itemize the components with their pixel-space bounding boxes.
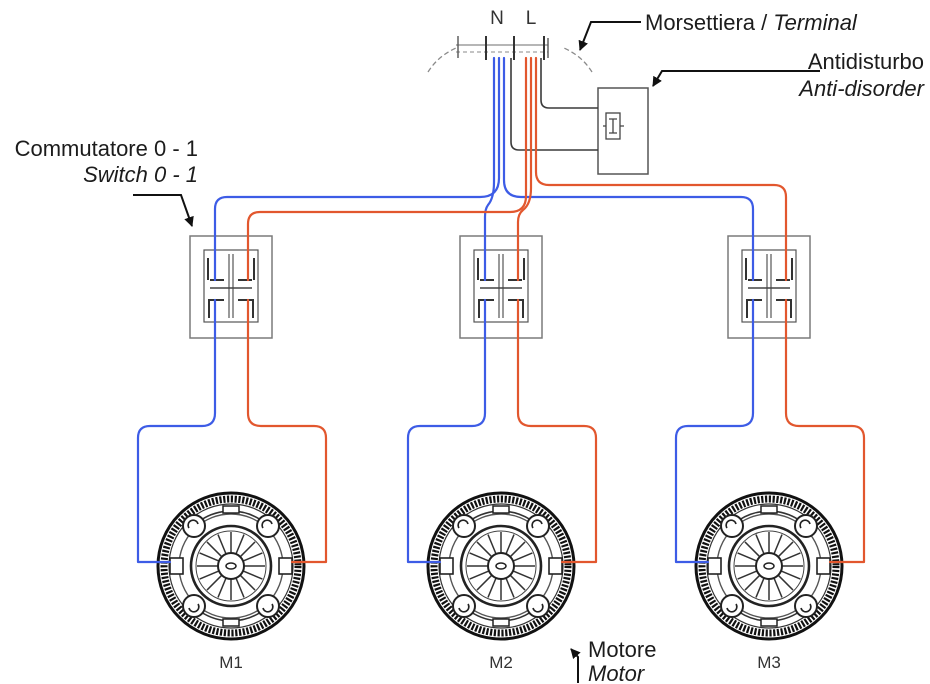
neutral-wire-motor-2 <box>406 298 487 564</box>
terminal-label: Morsettiera / <box>645 10 768 35</box>
suppressor-label: Antidisturbo <box>808 49 924 74</box>
line-wire-motor-3 <box>784 298 866 564</box>
motor-label-en: Motor <box>588 661 646 684</box>
terminal-label-en: Terminal <box>773 10 858 35</box>
suppressor-wire-neutral <box>510 58 598 151</box>
motor-callout-arrow <box>570 648 581 683</box>
terminal-callout: Morsettiera /Terminal <box>645 10 858 35</box>
suppressor-label-en: Anti-disorder <box>797 76 925 101</box>
terminal-block <box>427 36 593 73</box>
motor-m3-label: M3 <box>757 653 781 672</box>
switch-1 <box>189 235 273 339</box>
line-wire-motor-1 <box>246 298 328 564</box>
motor-m2-label: M2 <box>489 653 513 672</box>
suppressor-wire-line <box>540 58 598 109</box>
line-wire-switch-1 <box>246 56 528 282</box>
switch-label-en: Switch 0 - 1 <box>83 162 198 187</box>
switch-label: Commutatore 0 - 1 <box>15 136 198 161</box>
neutral-wire-motor-1 <box>136 298 217 564</box>
suppressor-callout-arrow <box>652 70 820 87</box>
motor-m3 <box>696 493 842 639</box>
neutral-wire-switch-1 <box>213 56 501 282</box>
line-wire-switch-2 <box>516 56 533 282</box>
terminal-neutral-label: N <box>490 8 504 29</box>
motor-label: Motore <box>588 637 656 662</box>
suppressor-box <box>597 87 649 175</box>
motor-m1 <box>158 493 304 639</box>
switch-3 <box>727 235 811 339</box>
switch-callout-arrow <box>133 194 194 227</box>
motor-m1-label: M1 <box>219 653 243 672</box>
terminal-line-label: L <box>526 8 537 29</box>
neutral-wire-motor-3 <box>674 298 755 564</box>
terminal-callout-arrow <box>578 21 641 51</box>
motor-m2 <box>428 493 574 639</box>
neutral-wire-switch-3 <box>502 56 755 282</box>
line-wire-motor-2 <box>516 298 598 564</box>
neutral-wire-switch-2 <box>483 56 496 282</box>
switch-2 <box>459 235 543 339</box>
line-wire-switch-3 <box>534 56 788 282</box>
